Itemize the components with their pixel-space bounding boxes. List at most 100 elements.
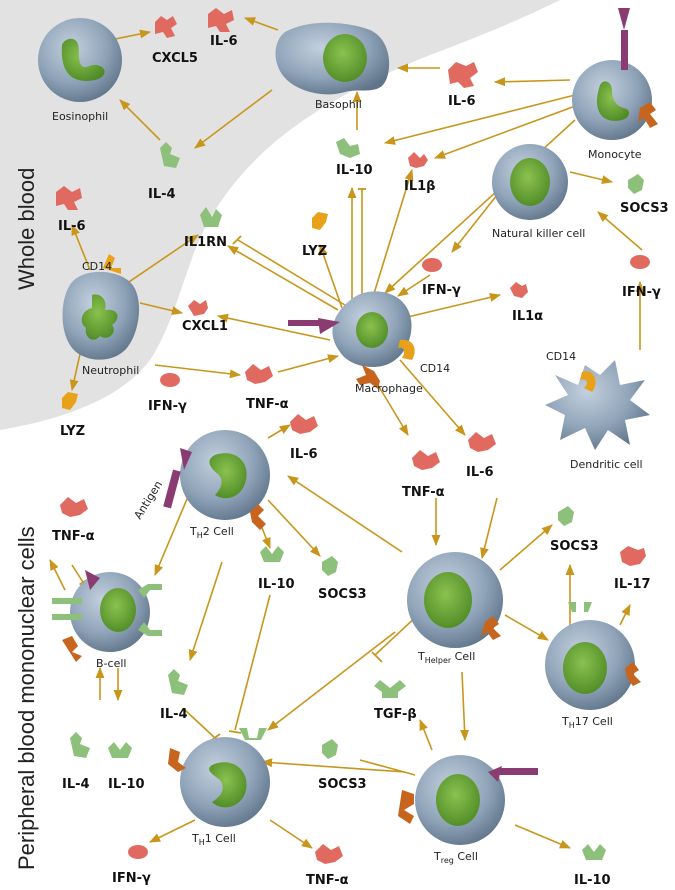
receptor-icon <box>628 174 644 194</box>
label-il10: IL-10 <box>258 577 295 592</box>
arrow <box>227 245 339 311</box>
cell-label-treg: Treg Cell <box>433 850 478 865</box>
cytokine-icon <box>208 8 234 32</box>
cell-label-macrophage: Macrophage <box>355 382 423 395</box>
receptor-icon <box>336 138 360 158</box>
cytokine-icon <box>510 282 528 298</box>
cytokine-icon <box>188 300 208 316</box>
arrow <box>433 104 579 159</box>
arrow <box>216 313 331 341</box>
cytokine-icon <box>60 497 88 517</box>
inhibition-bars <box>208 188 383 743</box>
arrow <box>148 819 196 843</box>
receptor-icon <box>160 142 180 168</box>
label-il10: IL-10 <box>108 777 145 792</box>
label-socs3: SOCS3 <box>318 587 367 602</box>
arrow <box>597 211 643 251</box>
cytokine-ring-icon <box>630 255 650 269</box>
cell-label-basophil: Basophil <box>315 98 362 111</box>
arrow <box>71 223 91 271</box>
cell-label-bcell: B-cell <box>96 657 126 670</box>
cytokine-icon <box>290 414 318 434</box>
marker-cd14-neutrophil: CD14 <box>82 260 112 273</box>
cell-label-thelper: THelper Cell <box>417 650 475 665</box>
receptor-icon <box>260 546 284 562</box>
molecule-labels: CXCL5 IL-6 IL-6 IL-10 IL1β SOCS3 IL-4 IL… <box>52 34 669 888</box>
arrow <box>480 497 498 560</box>
label-socs3: SOCS3 <box>550 539 599 554</box>
arrow <box>371 168 414 301</box>
cell-label-dendritic: Dendritic cell <box>570 458 643 471</box>
label-il1rn: IL1RN <box>184 235 227 250</box>
arrow <box>569 171 614 185</box>
dendritic-cell <box>545 360 650 450</box>
label-tnfa: TNF-α <box>402 485 445 500</box>
cytokine-icon <box>412 450 440 470</box>
cytokine-icon <box>315 844 343 864</box>
cytokine-icon <box>620 546 646 566</box>
basophil-cell <box>275 22 390 95</box>
treg-cell <box>398 755 538 845</box>
region-label-whole-blood: Whole blood <box>14 168 39 290</box>
arrow <box>194 89 273 149</box>
label-il1a: IL1α <box>512 309 543 324</box>
natural-killer-cell <box>492 144 568 220</box>
label-il1b: IL1β <box>404 179 435 194</box>
marker-cd14-dendritic: CD14 <box>546 350 576 363</box>
receptor-icon <box>322 556 338 576</box>
arrow <box>119 99 161 141</box>
eosinophil-cell <box>38 18 122 102</box>
cytokine-icon <box>245 364 273 384</box>
receptor-icon <box>108 742 132 758</box>
label-socs3: SOCS3 <box>318 777 367 792</box>
label-ifng: IFN-γ <box>422 283 461 298</box>
th17-cell <box>545 602 641 710</box>
arrow <box>287 475 403 553</box>
cytokine-icon <box>468 432 496 452</box>
arrow <box>269 819 313 849</box>
label-il10: IL-10 <box>574 873 611 888</box>
cytokine-icon <box>408 152 428 168</box>
receptor-icon <box>582 844 606 860</box>
cytokine-icon <box>56 186 82 210</box>
cell-label-natural-killer: Natural killer cell <box>492 227 585 240</box>
arrow <box>374 614 419 656</box>
arrow <box>243 17 279 31</box>
macrophage-cell <box>288 291 415 389</box>
cell-label-th2: TH2 Cell <box>189 525 234 540</box>
receptor-icon <box>168 669 188 695</box>
label-ifng: IFN-γ <box>622 285 661 300</box>
label-il4: IL-4 <box>148 187 176 202</box>
arrow <box>267 424 291 439</box>
arrow <box>188 561 223 662</box>
cell-label-neutrophil: Neutrophil <box>82 364 139 377</box>
arrow <box>374 379 409 436</box>
region-label-pbmc: Peripheral blood mononuclear cells <box>14 526 39 870</box>
arrow <box>619 603 631 626</box>
label-tnfa: TNF-α <box>306 873 349 888</box>
label-ifng: IFN-γ <box>112 871 151 886</box>
lysozyme-icon <box>312 212 328 230</box>
arrow <box>397 274 431 297</box>
arrow <box>237 239 346 306</box>
label-tnfa: TNF-α <box>52 529 95 544</box>
receptor-icon <box>200 207 222 227</box>
b-cell <box>52 570 162 662</box>
label-lyz: LYZ <box>302 244 327 259</box>
receptor-icon <box>322 739 338 759</box>
arrow <box>49 558 66 591</box>
arrow <box>119 234 199 289</box>
label-socs3: SOCS3 <box>620 201 669 216</box>
cytokine-icon <box>155 16 177 38</box>
marker-antigen: Antigen <box>132 479 166 522</box>
arrow <box>267 631 396 731</box>
label-il6: IL-6 <box>290 447 318 462</box>
arrow <box>234 594 271 731</box>
arrow <box>514 824 572 849</box>
cytokine-ring-icon <box>160 373 180 387</box>
arrow <box>260 758 406 773</box>
cell-label-eosinophil: Eosinophil <box>52 110 108 123</box>
arrow <box>184 709 216 739</box>
label-il10: IL-10 <box>336 163 373 178</box>
label-il17: IL-17 <box>614 577 651 592</box>
